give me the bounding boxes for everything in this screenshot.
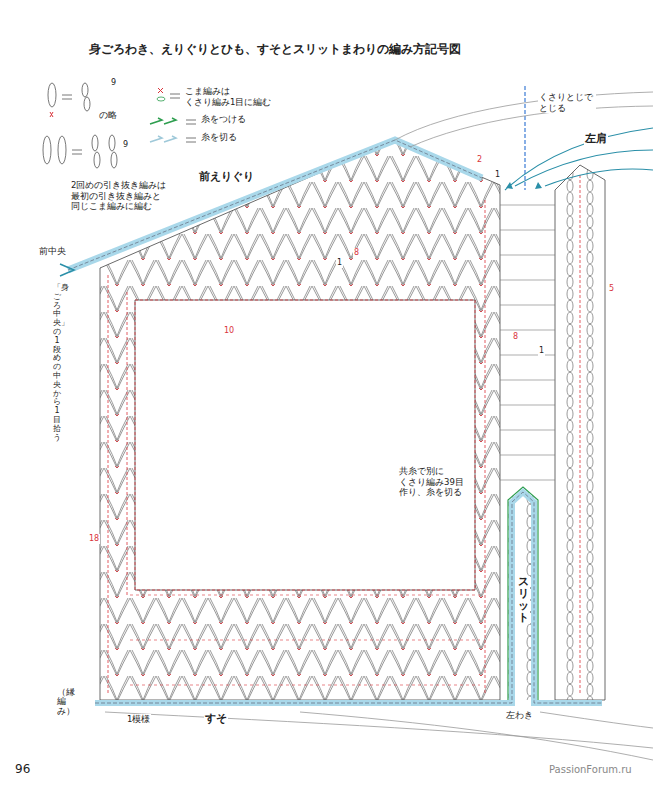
attach-symbol bbox=[150, 118, 176, 124]
note: 2回めの引き抜き編みは 最初の引き抜き編みと 同じこま編みに編む bbox=[70, 180, 176, 212]
legend-text: 糸を切る bbox=[200, 132, 238, 143]
guide-arcs bbox=[105, 92, 653, 760]
part-name: 左わき bbox=[505, 710, 534, 721]
part-name: すそ bbox=[204, 712, 228, 726]
red-chain bbox=[135, 300, 475, 590]
chart-title: 身ごろわき、えりぐりとひも、すそとスリットまわりの編み方記号図 bbox=[88, 42, 462, 57]
part-name: スリット bbox=[517, 576, 530, 624]
legend-text: 糸をつける bbox=[200, 114, 247, 125]
red-chain bbox=[130, 595, 480, 685]
shoulder-arcs bbox=[505, 128, 653, 190]
edging-band bbox=[68, 140, 482, 270]
edging-chain bbox=[68, 140, 482, 270]
legend-symbols bbox=[43, 83, 196, 168]
legend-text: こま編みは くさり編み1目に編む bbox=[184, 86, 282, 107]
row-number: 5 bbox=[608, 284, 615, 294]
row-number: 1 bbox=[538, 346, 545, 356]
red-chain bbox=[108, 275, 127, 695]
repeat-label: 1模様 bbox=[126, 714, 151, 725]
part-name: 左肩 bbox=[584, 132, 608, 146]
count-number: 9 bbox=[110, 78, 117, 88]
cut-symbol bbox=[150, 136, 176, 142]
mesh-region bbox=[100, 140, 500, 700]
note: 共糸で別に くさり編み39目 作り、糸を切る bbox=[398, 466, 470, 498]
row-number: 1 bbox=[494, 170, 501, 180]
side-column bbox=[555, 165, 605, 700]
edging-band bbox=[95, 492, 602, 703]
edging-chain bbox=[95, 492, 602, 703]
row-number: 18 bbox=[88, 534, 100, 544]
chain-symbol bbox=[157, 97, 165, 101]
ladder bbox=[500, 205, 555, 480]
attach-mark bbox=[60, 264, 74, 276]
note: 前中央 bbox=[38, 246, 67, 257]
red-chain bbox=[485, 200, 486, 695]
part-name: 前えりぐり bbox=[198, 170, 255, 184]
arrow-head bbox=[506, 182, 542, 189]
vertical-note: （縁編み） bbox=[56, 688, 67, 716]
row-number: 1 bbox=[336, 258, 343, 268]
row-number: 2 bbox=[476, 155, 483, 165]
vertical-note: 「身ごろ中央」の1段めの中央から1目拾う bbox=[52, 284, 62, 442]
note: くさりとじで とじる bbox=[538, 92, 596, 113]
row-number: 8 bbox=[353, 248, 360, 258]
row-number: 8 bbox=[512, 332, 519, 342]
row-number: 10 bbox=[223, 326, 235, 336]
page-number: 96 bbox=[14, 762, 31, 777]
count-number: 9 bbox=[122, 140, 129, 150]
note: の略 bbox=[98, 110, 118, 121]
red-chain bbox=[580, 175, 581, 695]
watermark: PassionForum.ru bbox=[548, 764, 633, 777]
